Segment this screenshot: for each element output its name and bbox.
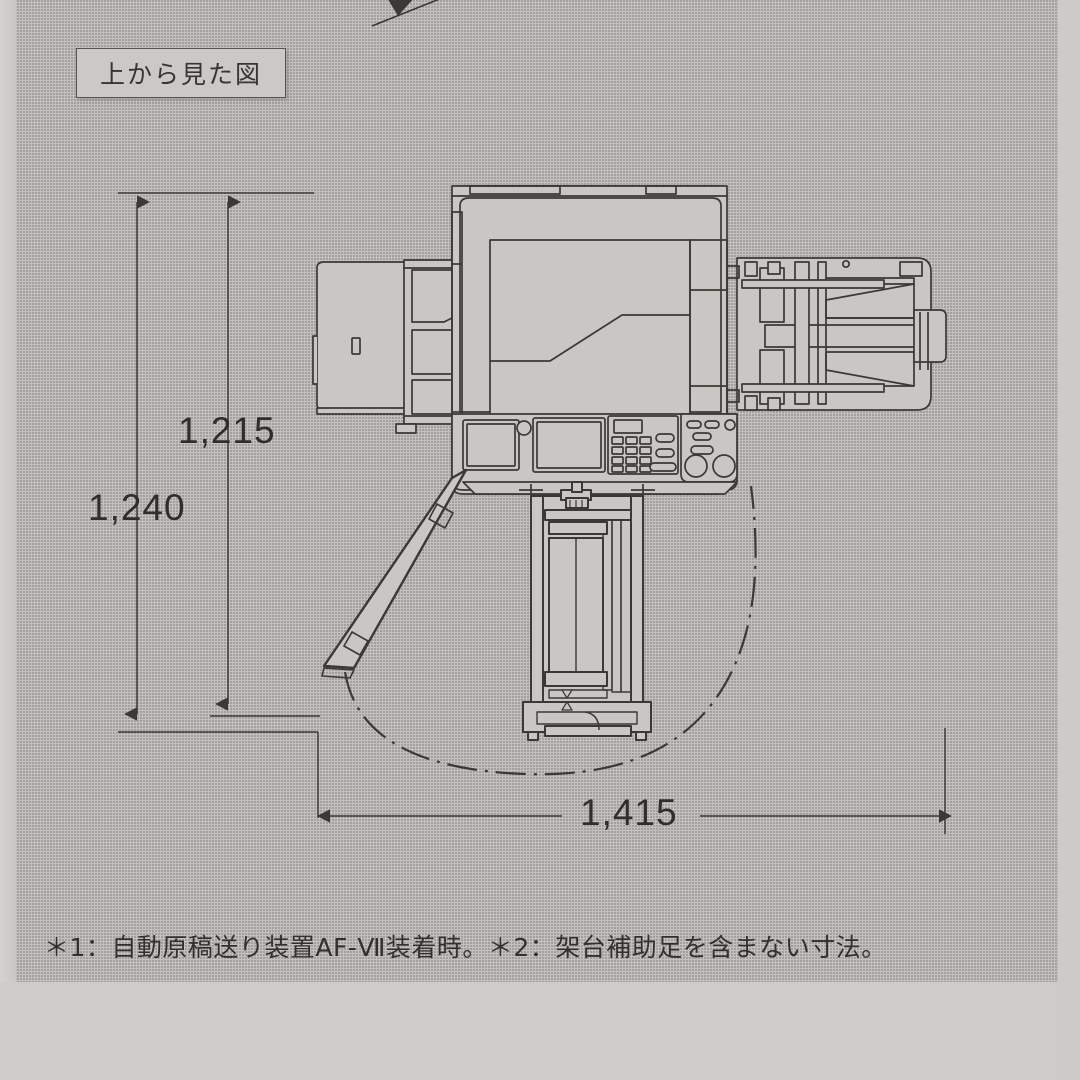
dimension-height-inner: 1,215 (178, 410, 276, 451)
swing-arc-path (343, 485, 757, 776)
paper-left-edge (0, 0, 16, 1080)
dimension-height-outer: 1,240 (88, 487, 186, 528)
view-title-text: 上から見た図 (99, 60, 262, 89)
paper-bottom-margin (0, 982, 1080, 1080)
view-title-label: 上から見た図 (76, 48, 286, 98)
footnote-text: ＊1：自動原稿送り装置AF-Ⅶ装着時。＊2：架台補助足を含まない寸法。 (44, 933, 887, 962)
dimension-width-overall: 1,415 (580, 792, 678, 833)
paper-right-margin (1058, 0, 1080, 1080)
